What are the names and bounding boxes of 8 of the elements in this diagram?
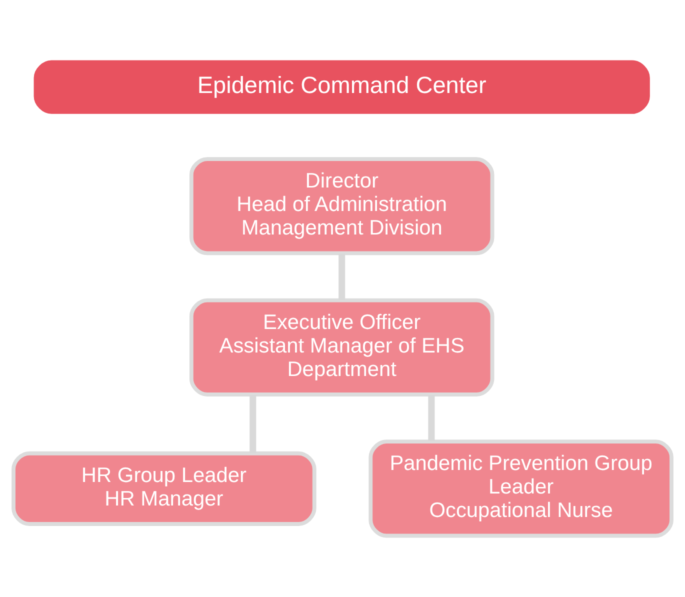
connector: [428, 394, 435, 441]
node-box: Executive Officer Assistant Manager of EHS Department: [189, 298, 494, 396]
node-box: Epidemic Command Center: [34, 60, 650, 114]
node-box: Director Head of Administration Management Division: [189, 156, 494, 255]
connector: [338, 253, 346, 300]
node-box: HR Group Leader HR Manager: [12, 450, 316, 526]
connector: [250, 394, 256, 453]
node-box: Pandemic Prevention Group Leader Occupational Nurse: [368, 439, 674, 538]
